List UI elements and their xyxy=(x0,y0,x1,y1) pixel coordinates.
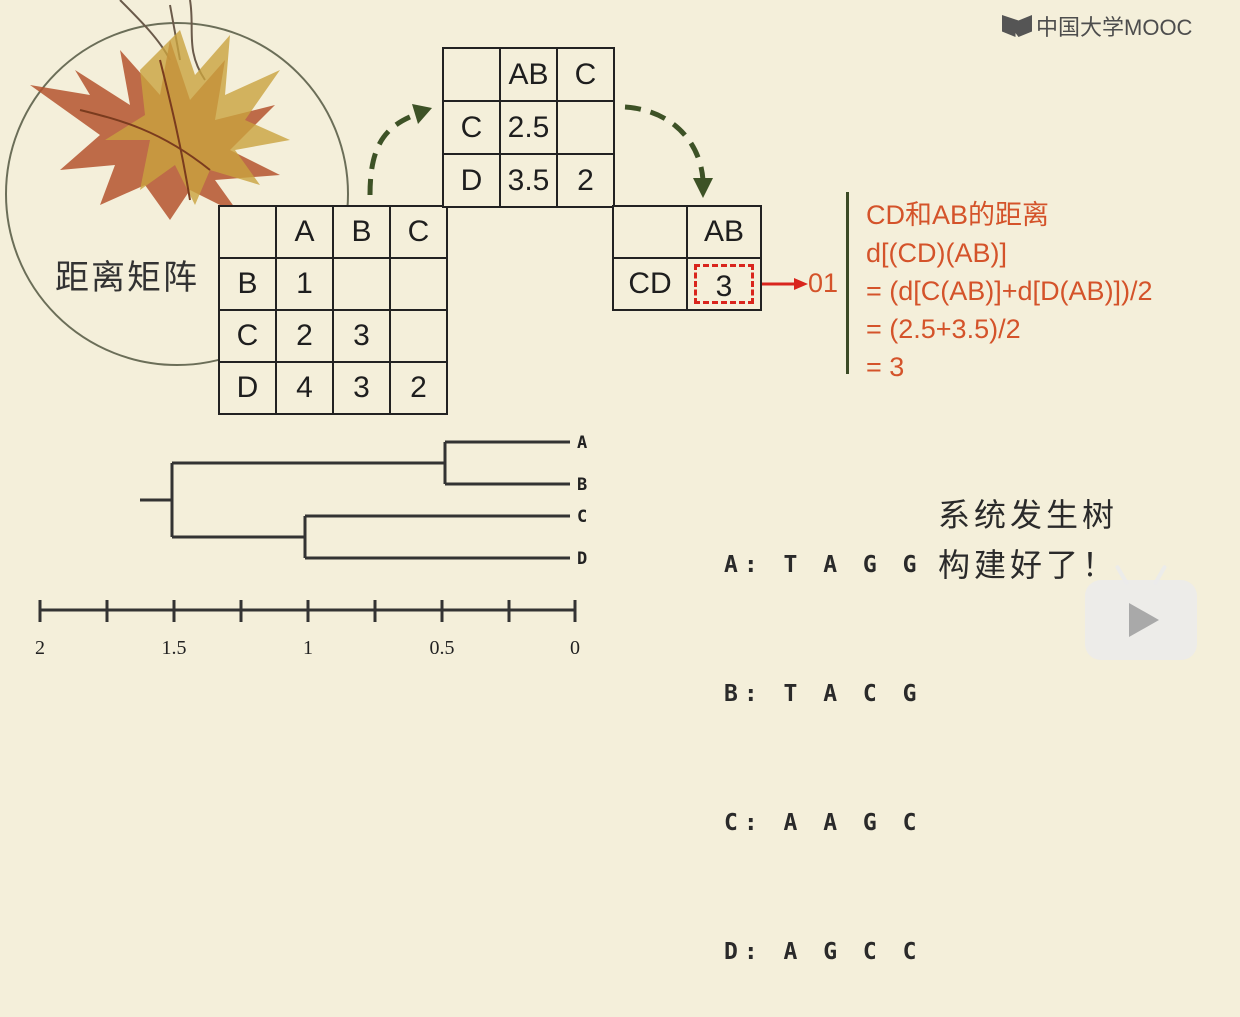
sequence-row: C: A A G C xyxy=(724,802,922,845)
formula-line: = (2.5+3.5)/2 xyxy=(866,310,1153,348)
matrix1-row-label: D xyxy=(219,362,276,414)
matrix3-header-cell xyxy=(613,206,687,258)
matrix3-header-row: AB xyxy=(613,206,761,258)
matrix2-header-cell: AB xyxy=(500,48,557,101)
arrow-2-head xyxy=(693,178,713,198)
matrix2-header-cell xyxy=(443,48,500,101)
sequence-row: A: T A G G xyxy=(724,544,922,587)
distance-matrix-2: AB C C 2.5 D 3.5 2 xyxy=(442,47,615,208)
matrix1-row: B 1 xyxy=(219,258,447,310)
formula-line: = (d[C(AB)]+d[D(AB)])/2 xyxy=(866,272,1153,310)
distance-formula: CD和AB的距离 d[(CD)(AB)] = (d[C(AB)]+d[D(AB)… xyxy=(866,196,1153,386)
axis-tick-label: 1.5 xyxy=(162,637,187,659)
matrix2-header-cell: C xyxy=(557,48,614,101)
matrix1-cell: 3 xyxy=(333,310,390,362)
matrix1-cell: 3 xyxy=(333,362,390,414)
matrix1-cell: 4 xyxy=(276,362,333,414)
leaf-label: B xyxy=(577,475,587,495)
result-label: 01 xyxy=(808,268,838,299)
axis-tick-label: 0.5 xyxy=(430,637,455,659)
matrix2-row-label: D xyxy=(443,154,500,207)
phylogenetic-tree: A B C D 2 1.5 1 0.5 0 xyxy=(0,420,700,670)
sequence-row: B: T A C G xyxy=(724,673,922,716)
matrix1-cell: 2 xyxy=(390,362,447,414)
axis-tick-label: 0 xyxy=(570,637,580,659)
arrow-1 xyxy=(370,113,420,195)
matrix1-header-cell xyxy=(219,206,276,258)
matrix2-cell xyxy=(557,101,614,154)
leaf-label: C xyxy=(577,507,587,527)
matrix1-header-row: A B C xyxy=(219,206,447,258)
matrix1-row: C 2 3 xyxy=(219,310,447,362)
matrix2-row-label: C xyxy=(443,101,500,154)
matrix1-header-cell: C xyxy=(390,206,447,258)
formula-line: d[(CD)(AB)] xyxy=(866,234,1153,272)
matrix1-cell: 2 xyxy=(276,310,333,362)
distance-matrix-1: A B C B 1 C 2 3 D 4 3 2 xyxy=(218,205,448,415)
matrix3-cell-highlighted: 3 xyxy=(687,258,761,310)
matrix3-header-cell: AB xyxy=(687,206,761,258)
matrix2-cell: 2 xyxy=(557,154,614,207)
matrix2-cell: 2.5 xyxy=(500,101,557,154)
matrix2-cell: 3.5 xyxy=(500,154,557,207)
leaf-label: D xyxy=(577,549,587,569)
arrow-1-head xyxy=(412,104,432,124)
result-arrow-head xyxy=(794,278,808,290)
formula-line: = 3 xyxy=(866,348,1153,386)
play-icon[interactable] xyxy=(1129,603,1159,637)
matrix3-row-label: CD xyxy=(613,258,687,310)
matrix1-header-cell: A xyxy=(276,206,333,258)
highlight-box: 3 xyxy=(694,264,754,304)
play-button[interactable] xyxy=(1085,580,1197,660)
matrix2-row: C 2.5 xyxy=(443,101,614,154)
formula-divider xyxy=(846,192,849,374)
note-line: 系统发生树 xyxy=(938,490,1118,540)
matrix2-row: D 3.5 2 xyxy=(443,154,614,207)
matrix1-row: D 4 3 2 xyxy=(219,362,447,414)
distance-matrix-3: AB CD 3 xyxy=(612,205,762,311)
sequence-row: D: A G C C xyxy=(724,931,922,974)
matrix1-cell xyxy=(390,258,447,310)
formula-line: CD和AB的距离 xyxy=(866,196,1153,234)
axis-tick-label: 1 xyxy=(303,637,313,659)
axis-tick-label: 2 xyxy=(35,637,45,659)
matrix1-row-label: B xyxy=(219,258,276,310)
matrix1-row-label: C xyxy=(219,310,276,362)
matrix2-header-row: AB C xyxy=(443,48,614,101)
matrix1-header-cell: B xyxy=(333,206,390,258)
arrow-2 xyxy=(625,107,703,180)
sequence-list: A: T A G G B: T A C G C: A A G C D: A G … xyxy=(724,458,922,1017)
matrix1-cell xyxy=(333,258,390,310)
tree-complete-note: 系统发生树 构建好了！ xyxy=(938,490,1118,590)
matrix1-cell: 1 xyxy=(276,258,333,310)
matrix1-cell xyxy=(390,310,447,362)
leaf-label: A xyxy=(577,433,587,453)
matrix3-row: CD 3 xyxy=(613,258,761,310)
